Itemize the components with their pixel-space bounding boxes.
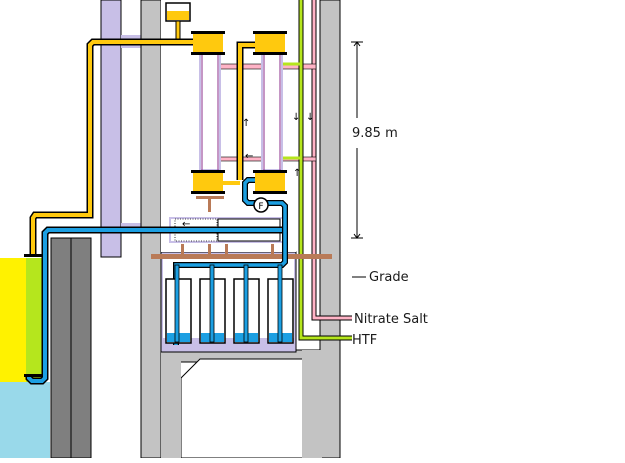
- water-pipe-fill: [27, 228, 282, 383]
- header-top-right: [253, 31, 287, 55]
- concrete-right-fill: [302, 350, 322, 458]
- tank-cyan-region: [0, 382, 50, 458]
- flow-meter: F: [253, 197, 269, 213]
- foundation-opening: [180, 358, 322, 459]
- tank-flange-bottom: [24, 374, 42, 377]
- storage-cylinder-3: [233, 264, 260, 344]
- heat-exchanger-left: [199, 49, 221, 171]
- storage-cylinder-1: [165, 264, 192, 344]
- dark-column-right: [70, 237, 92, 459]
- header-bottom-left: [191, 170, 225, 194]
- tank-green-region: [26, 258, 43, 382]
- heat-exchanger-right: [261, 49, 283, 171]
- support-post-5: [271, 244, 274, 254]
- tank-flange-top: [24, 254, 42, 257]
- htf-label: HTF: [352, 333, 378, 348]
- flow-arrow-down-1: ↓: [292, 112, 300, 123]
- storage-cylinder-4: [267, 264, 294, 344]
- support-post-2: [181, 244, 184, 254]
- support-post-4: [225, 244, 228, 254]
- flow-arrow-up-2: ↑: [293, 168, 301, 179]
- htf-line-fill: [299, 0, 352, 340]
- header-bottom-right: [253, 170, 287, 194]
- htf-riser-fill: [238, 43, 255, 180]
- storage-cylinder-2: [199, 264, 226, 344]
- nitrate-salt-line-fill: [312, 0, 352, 320]
- concrete-wall-right: [319, 0, 341, 459]
- dark-column-left: [50, 237, 72, 459]
- dimension-label: 9.85 m: [352, 126, 398, 141]
- htf-pipe-fill: [31, 40, 193, 255]
- support-beam-main: [151, 254, 332, 259]
- flow-arrow-left-2: ←: [182, 219, 190, 230]
- flow-arrow-up-1: ↑: [242, 118, 250, 129]
- dimension-marker: [351, 41, 363, 239]
- support-post-3: [208, 244, 211, 254]
- grade-label: Grade: [369, 270, 409, 285]
- flow-arrow-down-2: ↓: [306, 112, 314, 123]
- concrete-floor-fill: [161, 350, 181, 458]
- insulated-column: [100, 0, 122, 258]
- flow-meter-label: F: [258, 202, 263, 212]
- flow-arrow-left-1: ←: [245, 151, 253, 162]
- tank-yellow-region: [0, 258, 26, 382]
- support-post-1: [208, 196, 211, 212]
- header-top-left: [191, 31, 225, 55]
- nitrate-salt-label: Nitrate Salt: [354, 312, 428, 327]
